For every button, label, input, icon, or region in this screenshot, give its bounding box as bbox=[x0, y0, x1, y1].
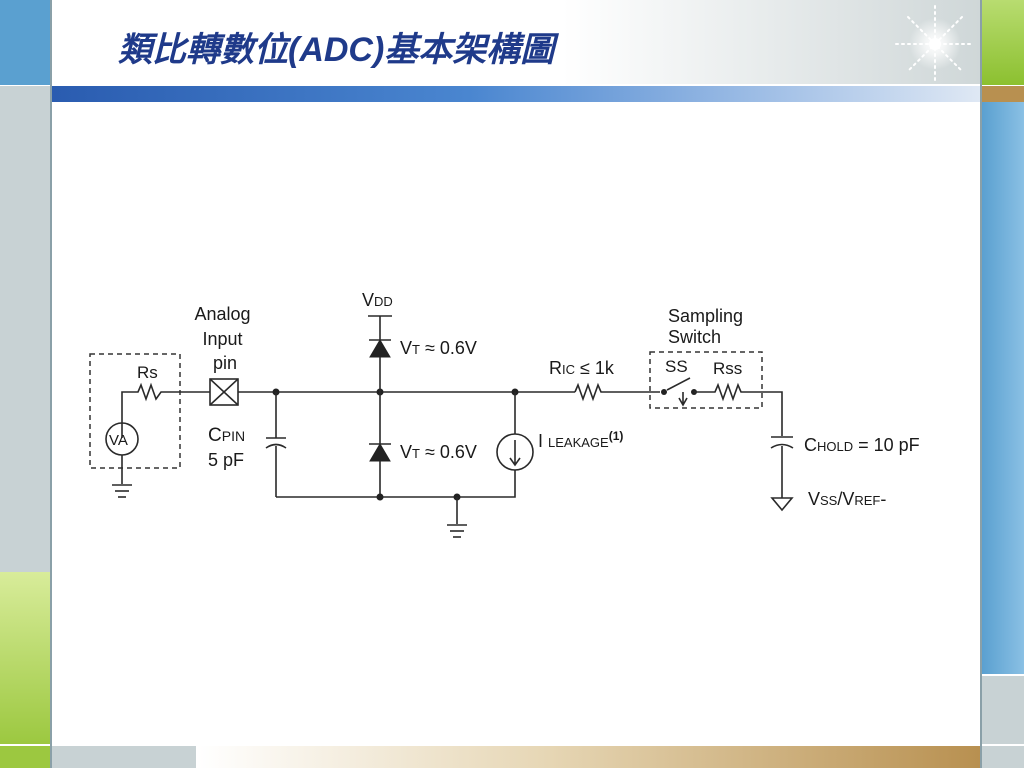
vdd-sub: DD bbox=[374, 294, 393, 309]
ric-text: ≤ 1k bbox=[575, 358, 615, 378]
ileakage-source-icon bbox=[496, 433, 534, 471]
ileakage-label: I LEAKAGE(1) bbox=[538, 429, 623, 451]
sampling-switch-dashed-box bbox=[649, 351, 763, 409]
vt-top-sym: V bbox=[400, 338, 412, 358]
vref-sym: /V bbox=[837, 489, 854, 509]
ileakage-sym: I bbox=[538, 431, 548, 451]
right-gray-panel bbox=[982, 676, 1024, 744]
bottom-rail bbox=[276, 470, 516, 498]
sparkle-icon bbox=[895, 5, 975, 83]
left-bottom-panel bbox=[0, 746, 50, 768]
ileakage-sub: LEAKAGE bbox=[548, 435, 609, 450]
cpin-capacitor-icon bbox=[265, 392, 287, 497]
chold-sym: C bbox=[804, 435, 817, 455]
right-top-panel bbox=[982, 0, 1024, 85]
chold-sub: HOLD bbox=[817, 439, 853, 454]
analog-label-line2: Input bbox=[202, 329, 242, 349]
diode-bottom-wire bbox=[369, 443, 391, 497]
junction-dot bbox=[376, 493, 384, 501]
left-top-panel bbox=[0, 0, 50, 85]
bottom-left-band bbox=[52, 746, 196, 768]
vt-bottom-label: VT ≈ 0.6V bbox=[400, 442, 477, 462]
vdd-rail bbox=[368, 315, 392, 340]
va-label: VA bbox=[109, 432, 128, 449]
sampling-switch-label: Sampling Switch bbox=[668, 306, 748, 347]
ric-resistor bbox=[574, 382, 660, 402]
bottom-tan-band bbox=[198, 746, 980, 768]
source-dashed-box bbox=[89, 353, 181, 469]
frame-line-right bbox=[980, 0, 982, 768]
right-blue-panel bbox=[982, 102, 1024, 674]
vss-sub: SS bbox=[820, 493, 838, 508]
diode-bottom-icon bbox=[369, 443, 391, 462]
cpin-sym: C bbox=[208, 425, 222, 446]
vt-bottom-sub: T bbox=[412, 446, 420, 461]
vt-top-label: VT ≈ 0.6V bbox=[400, 338, 477, 358]
right-bottom-panel bbox=[982, 746, 1024, 768]
left-mid-panel bbox=[0, 102, 50, 572]
analog-label-line3: pin bbox=[213, 353, 237, 373]
pin-cross bbox=[209, 378, 239, 406]
ground-icon-center bbox=[447, 524, 467, 538]
tan-band bbox=[982, 86, 1024, 102]
title-text-mid: (ADC) bbox=[288, 31, 385, 69]
frame-line-left bbox=[50, 0, 52, 768]
vref-sub: REF bbox=[854, 493, 880, 508]
rs-label: Rs bbox=[137, 363, 158, 382]
analog-input-pin-label: Analog Input pin bbox=[194, 304, 255, 373]
ileakage-note: (1) bbox=[609, 429, 624, 443]
sampling-label-line2: Switch bbox=[668, 327, 721, 347]
blue-band bbox=[52, 86, 980, 102]
sampling-label-line1: Sampling bbox=[668, 306, 743, 326]
vt-top-sub: T bbox=[412, 342, 420, 357]
title-text-post: 基本架構圖 bbox=[384, 30, 555, 70]
diode-top-icon bbox=[369, 339, 391, 358]
vdd-sym: V bbox=[362, 290, 374, 310]
ric-sym: R bbox=[549, 358, 562, 378]
switch-contact-dot bbox=[661, 389, 667, 395]
ground-icon-left bbox=[112, 484, 132, 498]
chold-label: CHOLD = 10 pF bbox=[804, 435, 920, 455]
vdd-label: VDD bbox=[362, 290, 393, 310]
title-text-pre: 類比轉數位 bbox=[118, 30, 288, 70]
vss-ground-triangle-icon bbox=[770, 497, 794, 512]
top-header-bg bbox=[52, 0, 980, 84]
rss-resistor bbox=[694, 382, 783, 436]
cpin-label: CPIN bbox=[208, 425, 245, 446]
vt-top-text: ≈ 0.6V bbox=[420, 338, 477, 358]
cpin-sub: PIN bbox=[222, 428, 245, 444]
diode-top-wire bbox=[369, 339, 391, 444]
vss-label: VSS/VREF- bbox=[808, 489, 886, 509]
ric-label: RIC ≤ 1k bbox=[549, 358, 615, 378]
rss-label: Rss bbox=[713, 359, 742, 378]
vt-bottom-text: ≈ 0.6V bbox=[420, 442, 477, 462]
vref-tail: - bbox=[880, 489, 886, 509]
chold-text: = 10 pF bbox=[853, 435, 920, 455]
vt-bottom-sym: V bbox=[400, 442, 412, 462]
ileakage-arrow-icon bbox=[509, 440, 521, 467]
ric-sub: IC bbox=[562, 362, 575, 377]
chold-capacitor-icon bbox=[770, 436, 794, 498]
page-title: 類比轉數位(ADC)基本架構圖 bbox=[118, 22, 554, 71]
cpin-value: 5 pF bbox=[208, 450, 244, 470]
ss-label: SS bbox=[665, 357, 688, 376]
vss-sym: V bbox=[808, 489, 820, 509]
left-green-panel bbox=[0, 572, 50, 744]
sampling-switch-icon bbox=[666, 377, 691, 407]
rs-resistor bbox=[121, 382, 210, 438]
analog-label-line1: Analog bbox=[194, 304, 250, 324]
